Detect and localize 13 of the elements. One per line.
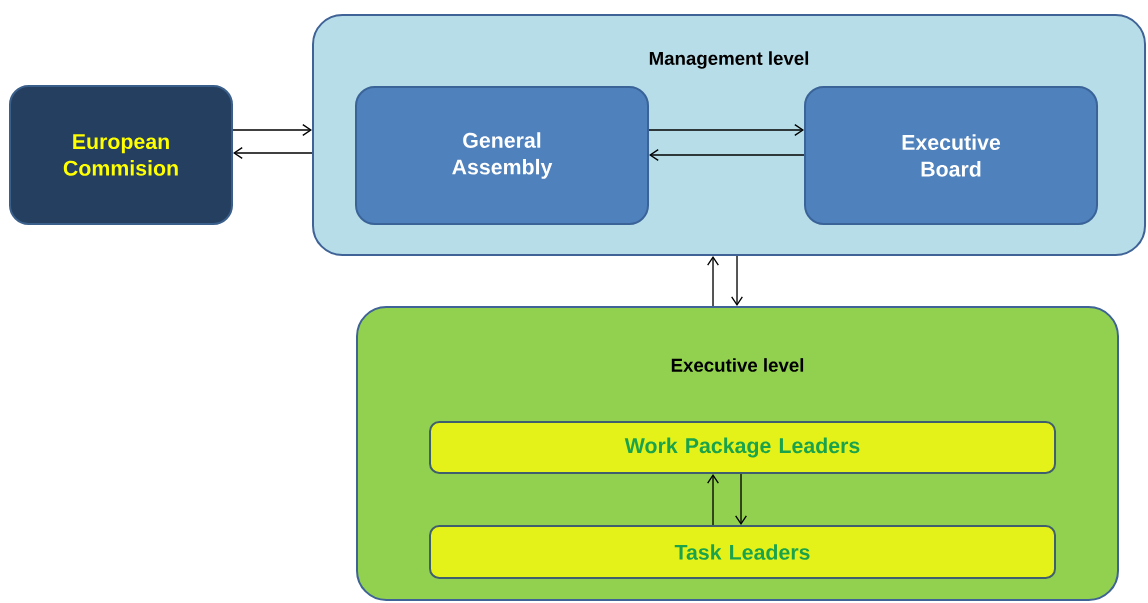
process-box: Executive Board (804, 86, 1098, 225)
process-box: Work Package Leaders (429, 421, 1056, 474)
process-box: European Commision (9, 85, 233, 225)
arrow (707, 256, 719, 307)
arrow (232, 124, 312, 136)
arrow (735, 473, 747, 525)
arrow (648, 124, 804, 136)
arrow (233, 147, 313, 159)
process-box: Task Leaders (429, 525, 1056, 579)
arrow (649, 149, 805, 161)
arrow (731, 255, 743, 306)
arrow (707, 474, 719, 526)
process-box: General Assembly (355, 86, 649, 225)
